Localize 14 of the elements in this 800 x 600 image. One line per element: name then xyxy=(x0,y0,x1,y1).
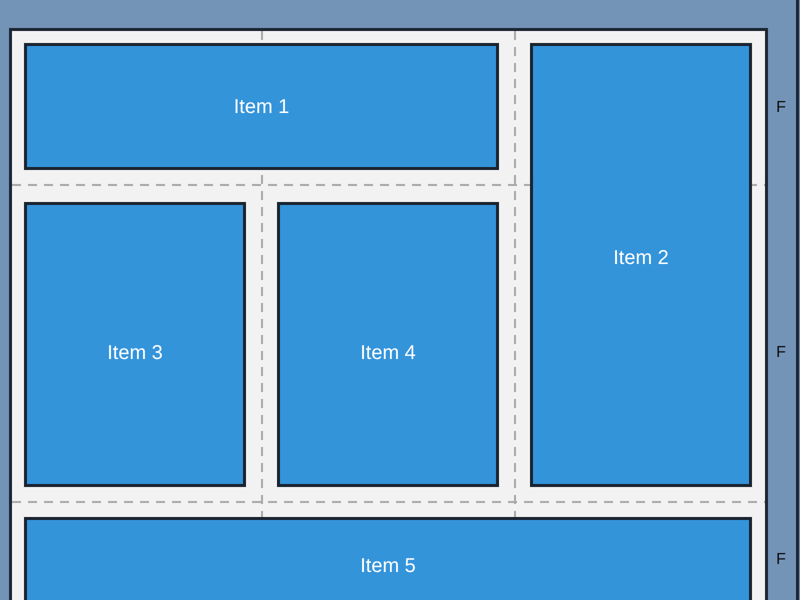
side-label: F xyxy=(775,344,787,362)
grid-item xyxy=(24,202,246,487)
grid-item xyxy=(530,43,752,487)
side-label: F xyxy=(775,99,787,117)
item-label: Item 4 xyxy=(360,341,416,365)
grid-container xyxy=(9,28,768,600)
side-label: F xyxy=(775,551,787,569)
item-label: Item 2 xyxy=(613,246,669,270)
grid-item xyxy=(24,43,499,170)
grid-item xyxy=(24,517,752,600)
item-label: Item 5 xyxy=(360,554,416,578)
grid-item xyxy=(277,202,499,487)
item-label: Item 3 xyxy=(107,341,163,365)
item-label: Item 1 xyxy=(234,95,290,119)
